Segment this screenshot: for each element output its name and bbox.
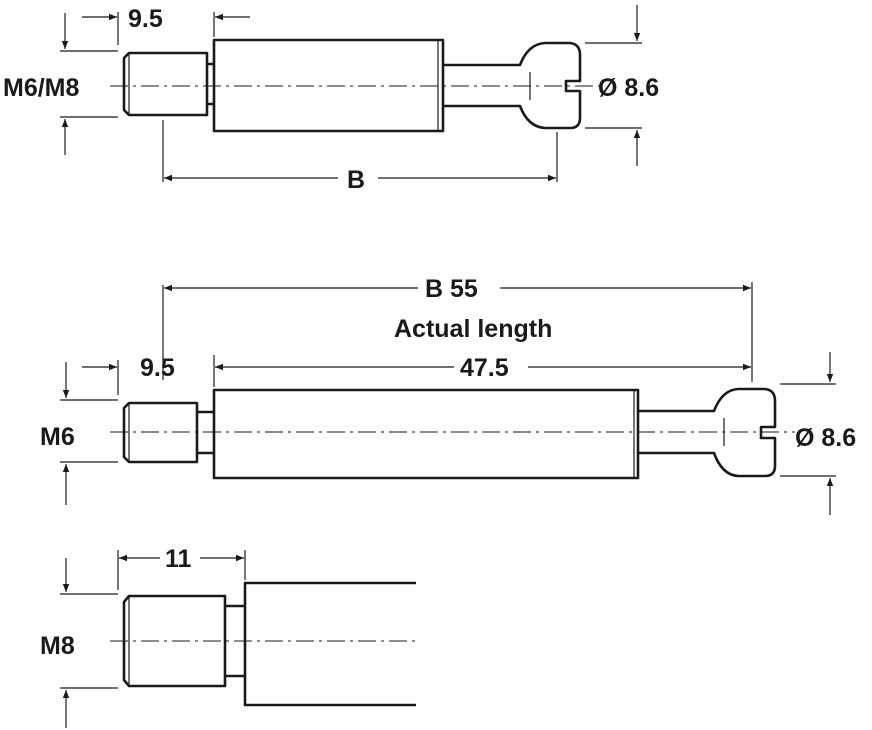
length-label: B — [347, 166, 365, 194]
thread-length-label: 9.5 — [140, 354, 175, 382]
overall-length-note: Actual length — [394, 315, 552, 343]
body-length-label: 47.5 — [460, 354, 509, 382]
thread-label: M6 — [40, 423, 75, 451]
bolt-drawing-middle: M6 9.5 B 55 Actual length 47.5 Ø 8.6 — [40, 275, 856, 515]
overall-length-label: B 55 — [425, 275, 478, 303]
thread-label: M6/M8 — [3, 74, 80, 102]
thread-label: M8 — [40, 632, 75, 660]
bolt-drawing-bottom: M8 11 — [40, 545, 420, 728]
bolt-drawing-top: M6/M8 9.5 B Ø 8.6 — [3, 5, 659, 194]
head-diameter-label: Ø 8.6 — [598, 74, 659, 102]
thread-length-label: 11 — [165, 545, 192, 573]
head-diameter-label: Ø 8.6 — [795, 424, 856, 452]
thread-length-label: 9.5 — [128, 5, 163, 33]
